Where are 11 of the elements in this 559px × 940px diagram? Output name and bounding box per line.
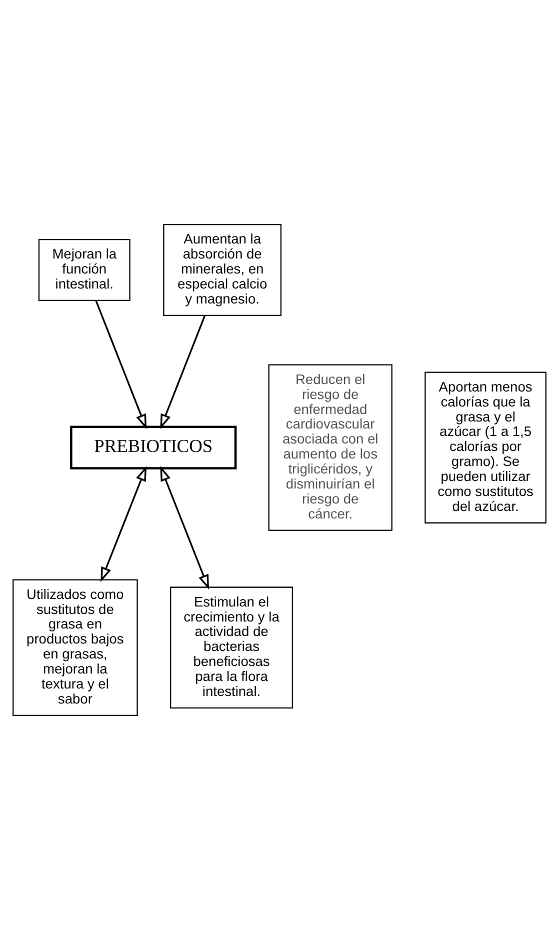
node-box: PREBIOTICOS (70, 426, 237, 470)
arrow (160, 316, 206, 430)
node-box: Utilizados como sustitutos de grasa en productos bajos en grasas, mejoran la textura y el sabor (12, 579, 138, 716)
arrow (160, 466, 210, 590)
node-box: Aportan menos calorías que la grasa y el azúcar (1 a 1,5 calorías por gramo). Se pueden utilizar como sustitutos del azúcar. (424, 372, 546, 524)
node-box: Aumentan la absorción de minerales, en especial calcio y magnesio. (163, 224, 282, 316)
arrow (100, 466, 147, 582)
arrow (95, 300, 147, 430)
node-box: Estimulan el crecimiento y la actividad de bacterias beneficiosas para la flora intestinal. (170, 586, 293, 708)
node-box: Reducen el riesgo de enfermedad cardiovascular asociada con el aumento de los triglicéridos, y disminuirían el riesgo de cáncer. (268, 364, 392, 531)
node-box: Mejoran la función intestinal. (38, 238, 130, 302)
